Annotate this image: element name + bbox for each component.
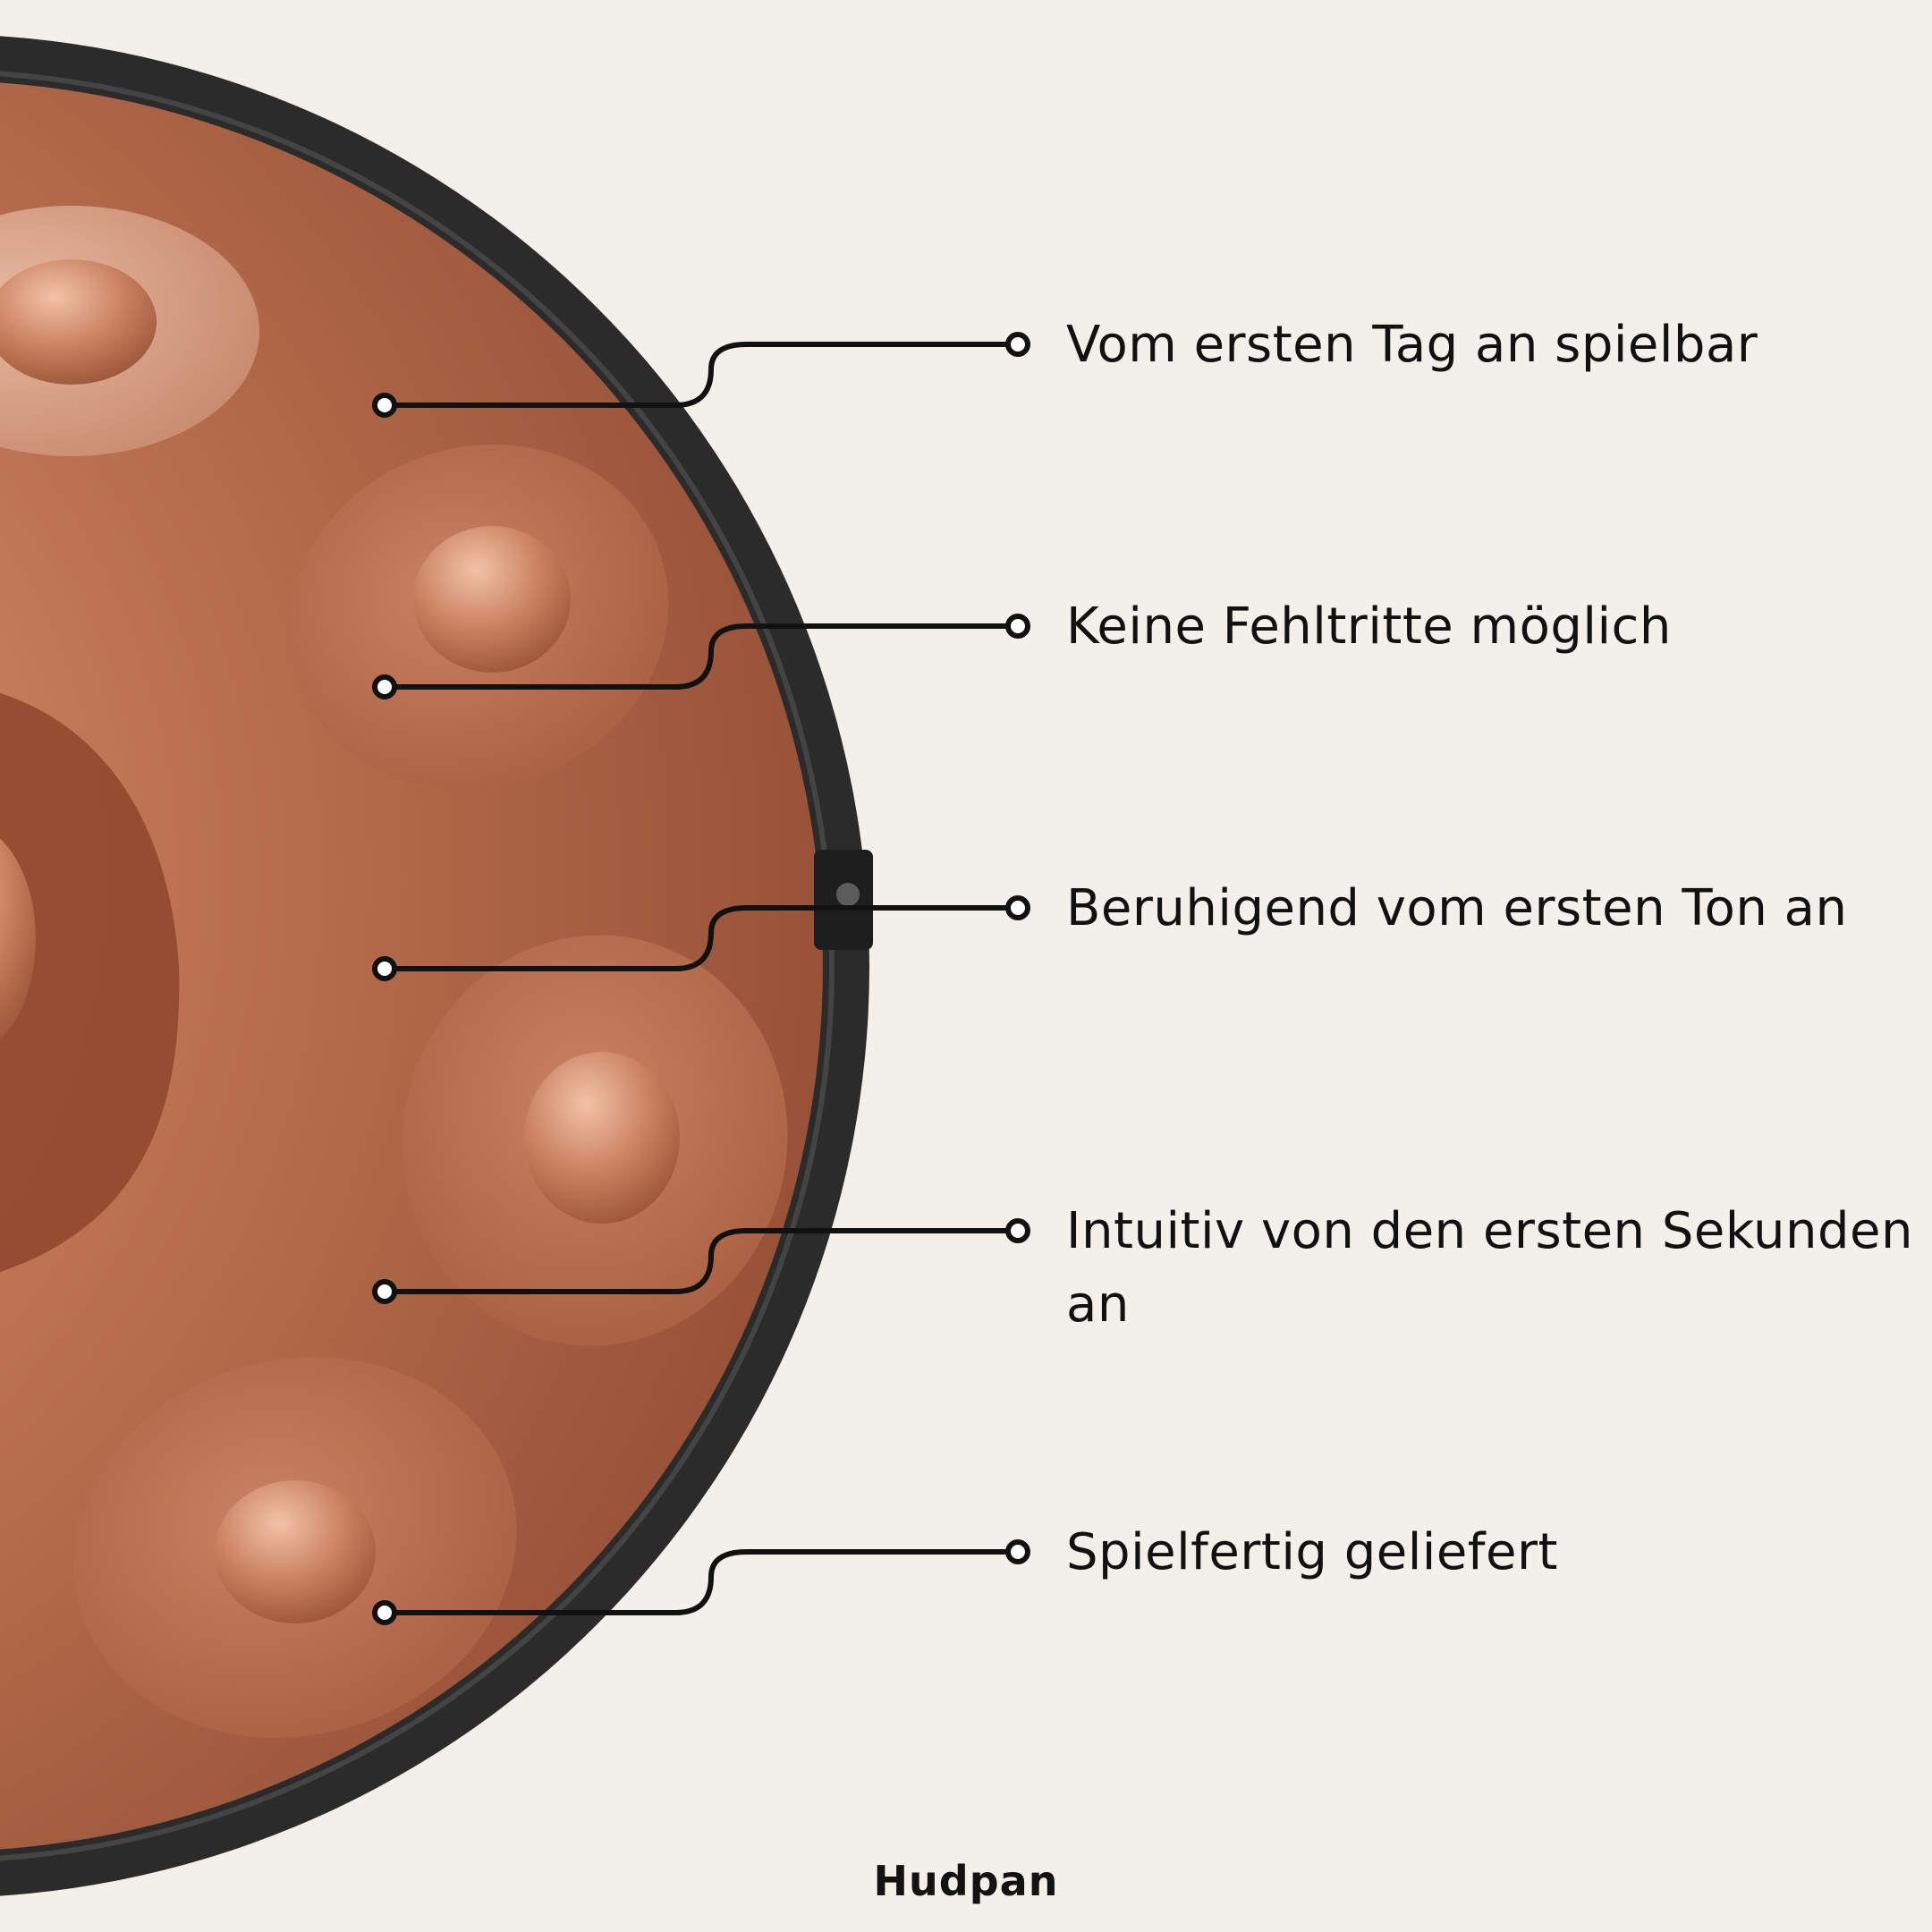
marker-end-2 — [1005, 614, 1030, 639]
marker-start-3 — [372, 956, 397, 981]
marker-end-5 — [1005, 1539, 1030, 1564]
marker-start-1 — [372, 393, 397, 418]
tone-dimple-4 — [215, 1480, 376, 1623]
tone-dimple-2 — [413, 526, 571, 673]
marker-start-2 — [372, 674, 397, 699]
feature-label-2: Keine Fehltritte möglich — [1066, 597, 1672, 656]
marker-start-4 — [372, 1279, 397, 1304]
feature-label-4: Intuitiv von den ersten Sekunden an — [1066, 1202, 1913, 1334]
tone-dimple-3 — [524, 1052, 680, 1224]
feature-label-3: Beruhigend vom ersten Ton an — [1066, 879, 1848, 937]
marker-end-3 — [1005, 895, 1030, 920]
brand-logo: Hudpan — [873, 1857, 1059, 1905]
tone-dimple-top — [0, 259, 157, 385]
marker-end-4 — [1005, 1218, 1030, 1243]
handpan-rim-inner-line — [0, 71, 835, 1861]
central-ding — [0, 838, 36, 1040]
connector-2 — [385, 623, 1018, 690]
callout-markers — [372, 332, 1030, 1625]
rim-clip-screw — [836, 883, 860, 906]
central-shadow — [0, 692, 180, 1273]
marker-end-1 — [1005, 332, 1030, 357]
connector-4 — [385, 1228, 1018, 1294]
feature-label-5: Spielfertig geliefert — [1066, 1523, 1558, 1581]
feature-label-1: Vom ersten Tag an spielbar — [1066, 316, 1758, 374]
callout-connectors — [385, 342, 1018, 1615]
connector-5 — [385, 1549, 1018, 1615]
connector-1 — [385, 342, 1018, 408]
marker-start-5 — [372, 1600, 397, 1625]
connector-3 — [385, 905, 1018, 971]
